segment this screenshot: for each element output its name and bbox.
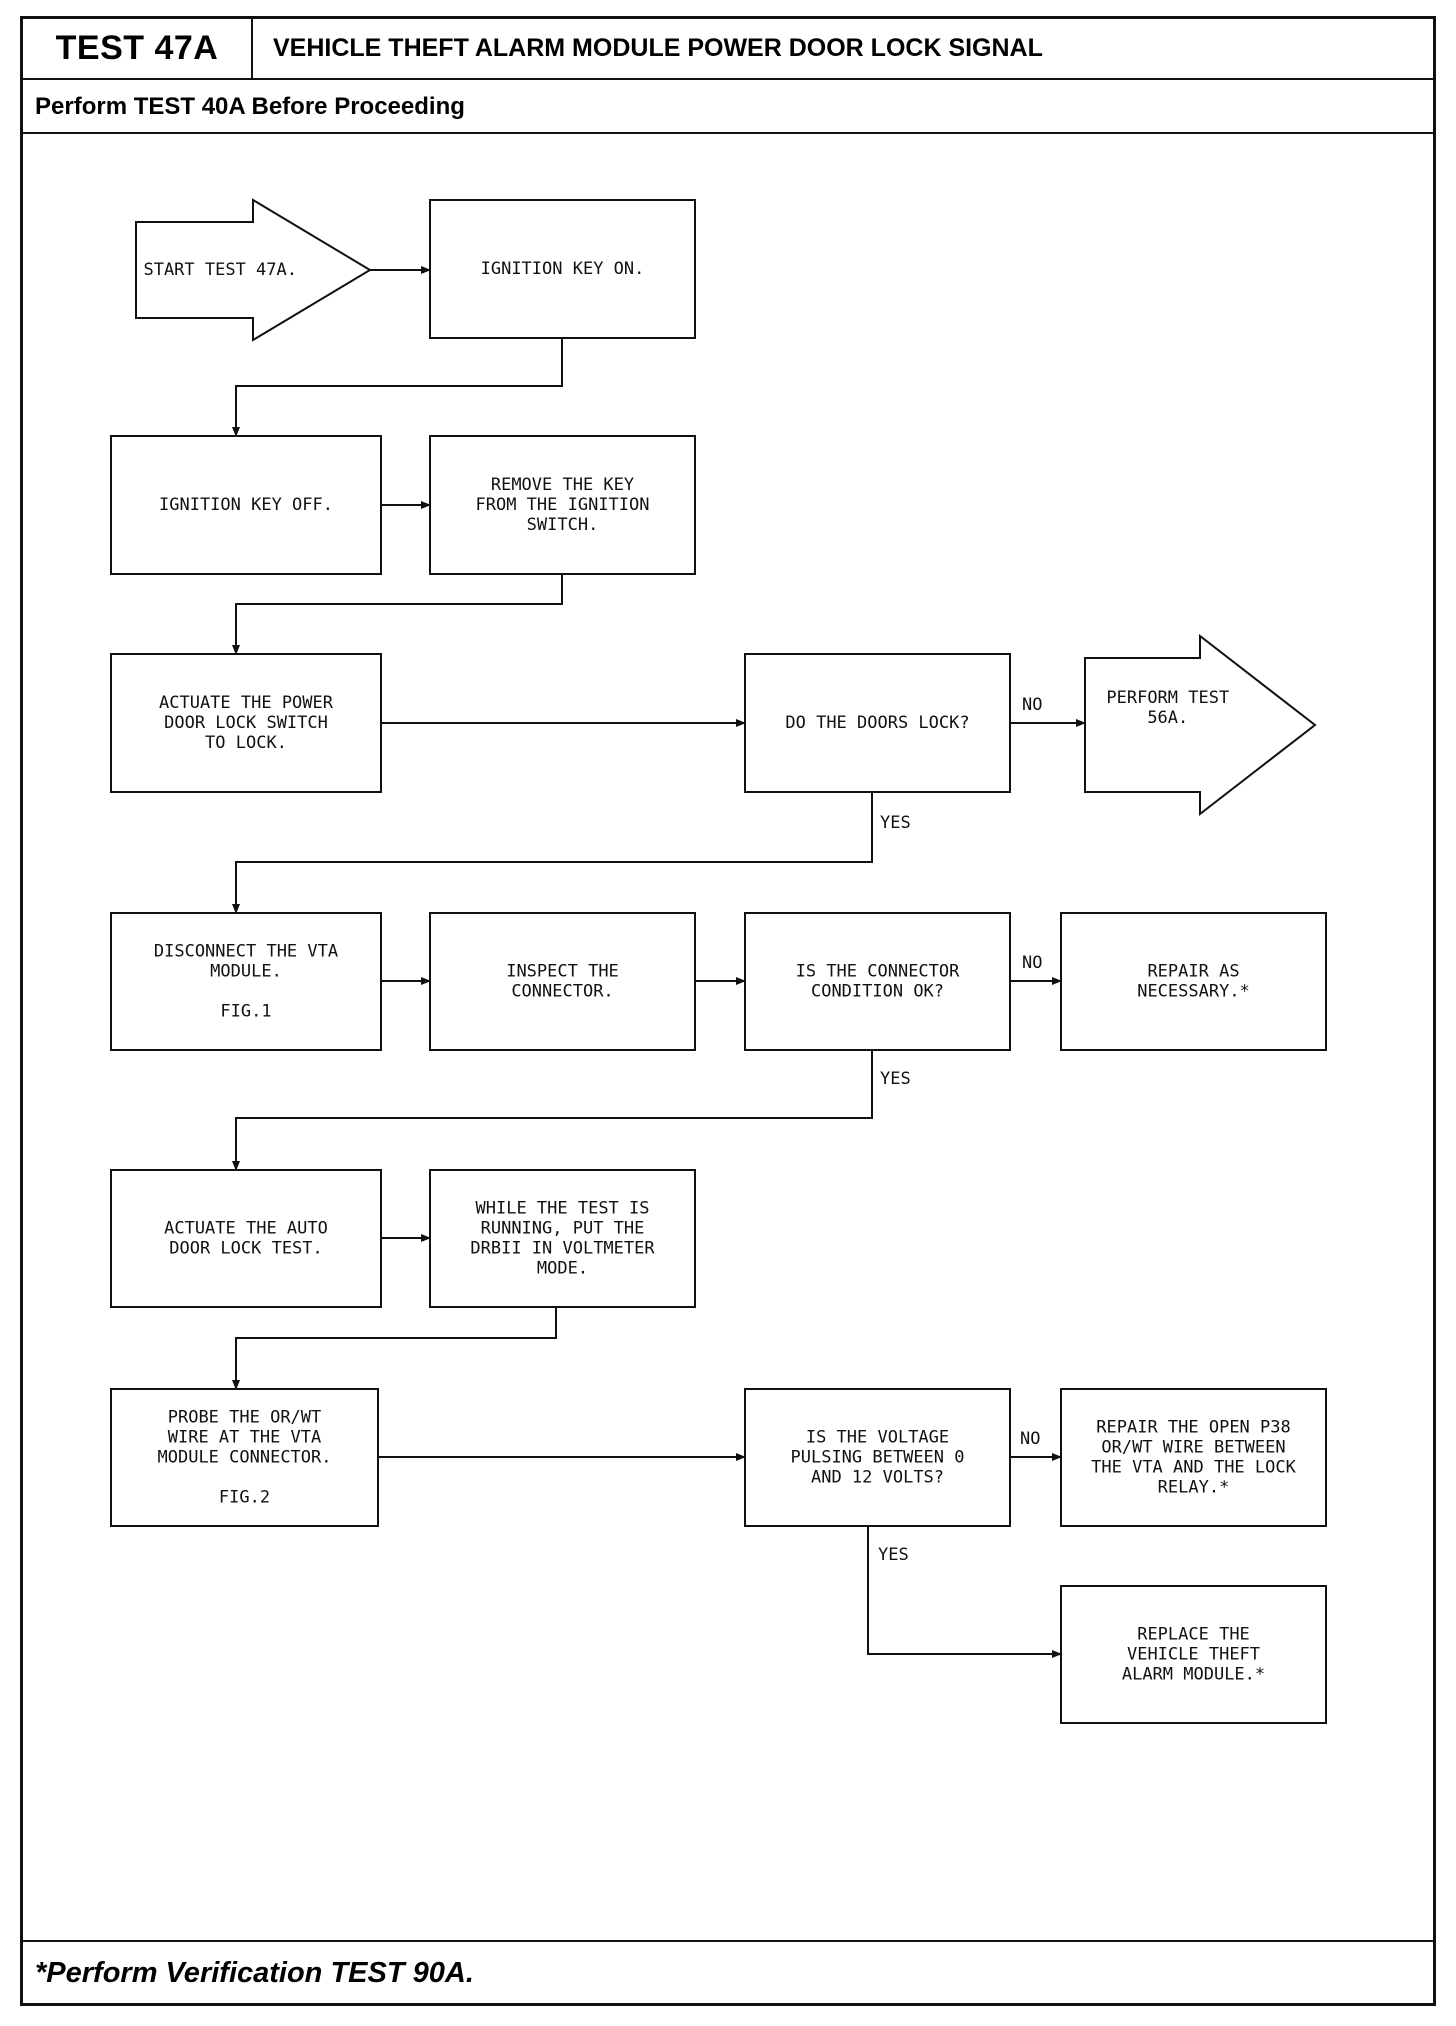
node-start-text-line: START TEST 47A. [143,260,297,280]
node-voltmeter-mode-text-line: DRBII IN VOLTMETER [470,1239,655,1259]
node-disconnect-vta-text-line: MODULE. [210,962,282,982]
connector-key-on-to-key-off [232,338,563,437]
node-replace-module-text-line: REPLACE THE [1137,1625,1250,1645]
node-key-off-text-line: IGNITION KEY OFF. [159,495,333,515]
footer-divider [23,1940,1433,1942]
node-remove-key-text-line: SWITCH. [527,515,599,535]
node-key-on-text-line: IGNITION KEY ON. [481,259,645,279]
node-replace-module-text-line: VEHICLE THEFT [1127,1645,1260,1665]
node-connector-ok-text-line: IS THE CONNECTOR [796,962,961,982]
node-repair-open-text-line: OR/WT WIRE BETWEEN [1101,1438,1285,1458]
node-probe-wire-text-line: MODULE CONNECTOR. [158,1448,332,1468]
node-repair-necessary-text-line: REPAIR AS [1147,962,1239,982]
node-disconnect-vta-text-line: DISCONNECT THE VTA [154,942,338,962]
page-title: VEHICLE THEFT ALARM MODULE POWER DOOR LO… [273,34,1043,62]
node-auto-door-lock-text-line: ACTUATE THE AUTO [164,1219,328,1239]
header-divider [23,132,1433,134]
node-probe-wire-text-line: WIRE AT THE VTA [168,1428,322,1448]
node-repair-open-text-line: THE VTA AND THE LOCK [1091,1458,1296,1478]
test-id: TEST 47A [23,19,253,78]
connector-remove-key-to-actuate-switch [232,574,563,655]
node-repair-necessary-text-line: NECESSARY.* [1137,982,1250,1002]
node-inspect-connector-text-line: INSPECT THE [506,962,619,982]
node-inspect-connector-text-line: CONNECTOR. [511,982,613,1002]
node-probe-wire-text-line: PROBE THE OR/WT [168,1408,322,1428]
connector-doors-lock-to-disconnect-vta [232,792,873,914]
connector-connector-ok-to-auto-door-lock [232,1050,873,1171]
node-voltage-pulsing-text-line: PULSING BETWEEN 0 [791,1448,965,1468]
connector-voltmeter-mode-to-probe-wire [232,1307,557,1390]
node-start-arrow-shape [135,198,372,342]
node-voltage-pulsing-text-line: AND 12 VOLTS? [811,1468,944,1488]
node-actuate-switch-text-line: DOOR LOCK SWITCH [164,713,328,733]
node-probe-wire-text-line: FIG.2 [219,1488,270,1508]
node-auto-door-lock-text-line: DOOR LOCK TEST. [169,1239,323,1259]
node-test-56a-arrow-shape [1084,633,1317,817]
node-disconnect-vta-box [110,912,382,1051]
node-repair-open-text-line: RELAY.* [1158,1478,1230,1498]
node-replace-module-text-line: ALARM MODULE.* [1122,1665,1265,1685]
header-bar: TEST 47A VEHICLE THEFT ALARM MODULE POWE… [23,19,1433,80]
node-connector-ok-text-line: CONDITION OK? [811,982,944,1002]
node-remove-key-text-line: FROM THE IGNITION [476,495,650,515]
edge-label: NO [1020,1429,1040,1449]
node-voltmeter-mode-text-line: MODE. [537,1259,588,1279]
page-frame: TEST 47A VEHICLE THEFT ALARM MODULE POWE… [20,16,1436,2006]
edge-label: NO [1022,953,1042,973]
prerequisite-note: Perform TEST 40A Before Proceeding [35,92,465,120]
node-disconnect-vta-text-line: FIG.1 [220,1002,271,1022]
edge-label: NO [1022,695,1042,715]
node-repair-open-text-line: REPAIR THE OPEN P38 [1096,1418,1290,1438]
node-remove-key-text-line: REMOVE THE KEY [491,475,634,495]
node-voltage-pulsing-text-line: IS THE VOLTAGE [806,1428,949,1448]
node-test-56a-text-line: PERFORM TEST [1106,688,1229,708]
node-doors-lock-text-line: DO THE DOORS LOCK? [785,713,969,733]
node-actuate-switch-text-line: TO LOCK. [205,733,287,753]
node-voltmeter-mode-text-line: WHILE THE TEST IS [476,1199,650,1219]
node-actuate-switch-text-line: ACTUATE THE POWER [159,693,334,713]
verification-note: *Perform Verification TEST 90A. [35,1956,474,1989]
edge-label: YES [878,1545,909,1565]
edge-label: YES [880,1069,911,1089]
node-test-56a-text-line: 56A. [1147,708,1188,728]
edge-label: YES [880,813,911,833]
connector-voltage-pulsing-to-replace-module [867,1526,1062,1658]
node-voltmeter-mode-text-line: RUNNING, PUT THE [481,1219,645,1239]
